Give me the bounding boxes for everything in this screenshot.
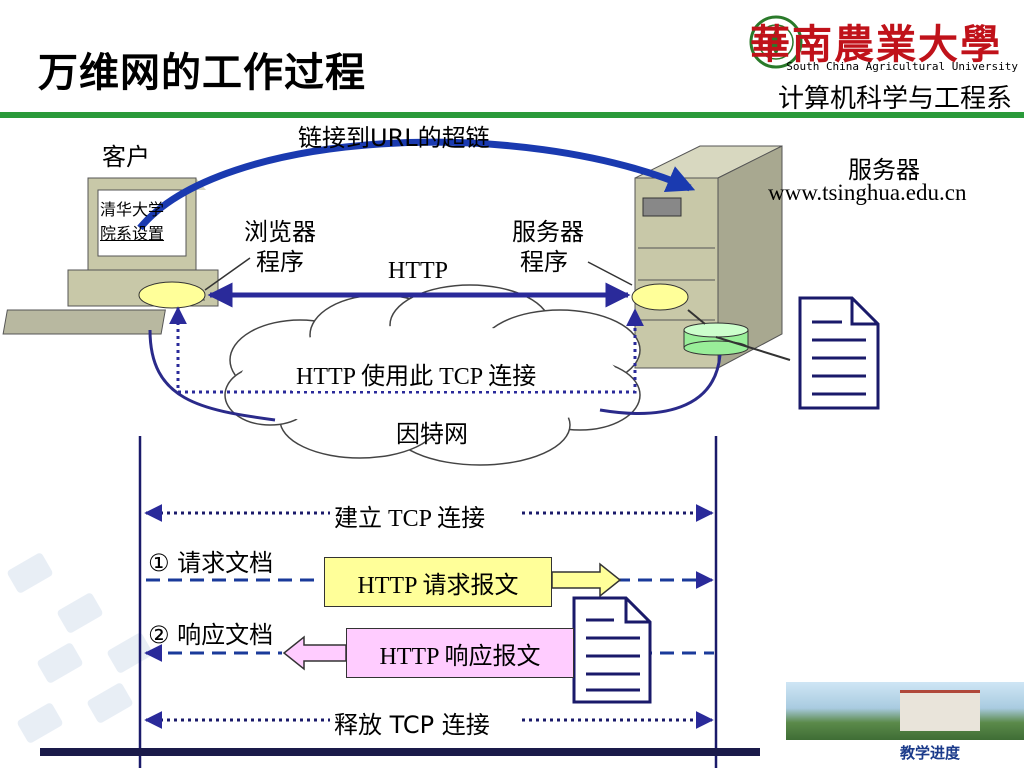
- http-label: HTTP: [388, 258, 448, 284]
- response-arrow-icon: [282, 635, 347, 671]
- header-divider: [0, 112, 1024, 118]
- campus-building-image: [900, 690, 980, 731]
- step-response-label: ② 响应文档: [148, 621, 274, 649]
- server-program-ellipse: [631, 283, 689, 311]
- browser-screen-content: 清华大学 院系设置: [100, 198, 188, 246]
- step-request-label: ① 请求文档: [148, 549, 274, 577]
- university-seal-icon: [749, 15, 803, 69]
- server-url: www.tsinghua.edu.cn: [768, 180, 967, 205]
- keyboard-decoration: [7, 553, 153, 743]
- server-label: 服务器: [848, 156, 920, 184]
- database-icon: [683, 322, 749, 356]
- internet-label: 因特网: [396, 420, 468, 448]
- response-document-icon: [572, 596, 652, 704]
- establish-tcp-label: 建立 TCP 连接: [334, 506, 486, 532]
- university-logo-text: 華南農業大學: [750, 21, 1002, 68]
- screen-hyperlink[interactable]: 院系设置: [100, 224, 165, 243]
- server-program-label-1: 服务器: [512, 218, 584, 246]
- browser-label-2: 程序: [256, 248, 304, 276]
- client-label: 客户: [102, 143, 150, 171]
- teaching-progress-link[interactable]: 教学进度: [900, 744, 961, 762]
- server-program-label-2: 程序: [520, 248, 568, 276]
- browser-program-ellipse: [138, 281, 206, 309]
- browser-label-1: 浏览器: [244, 218, 316, 246]
- tcp-connection-label: HTTP 使用此 TCP 连接: [292, 356, 541, 391]
- page-title: 万维网的工作过程: [38, 50, 366, 96]
- hyperlink-arrow: [137, 138, 696, 231]
- request-arrow-icon: [551, 562, 622, 598]
- release-tcp-label: 释放 TCP 连接: [334, 711, 490, 739]
- http-response-message: HTTP 响应报文: [346, 628, 574, 678]
- footer-bar: [40, 748, 760, 756]
- document-icon: [798, 296, 880, 410]
- university-english-name: South China Agricultural University: [786, 60, 1018, 73]
- hyperlink-label: 链接到URL的超链: [298, 124, 490, 152]
- department-name: 计算机科学与工程系: [777, 84, 1012, 114]
- screen-line-1: 清华大学: [100, 200, 165, 219]
- http-request-message: HTTP 请求报文: [324, 557, 552, 607]
